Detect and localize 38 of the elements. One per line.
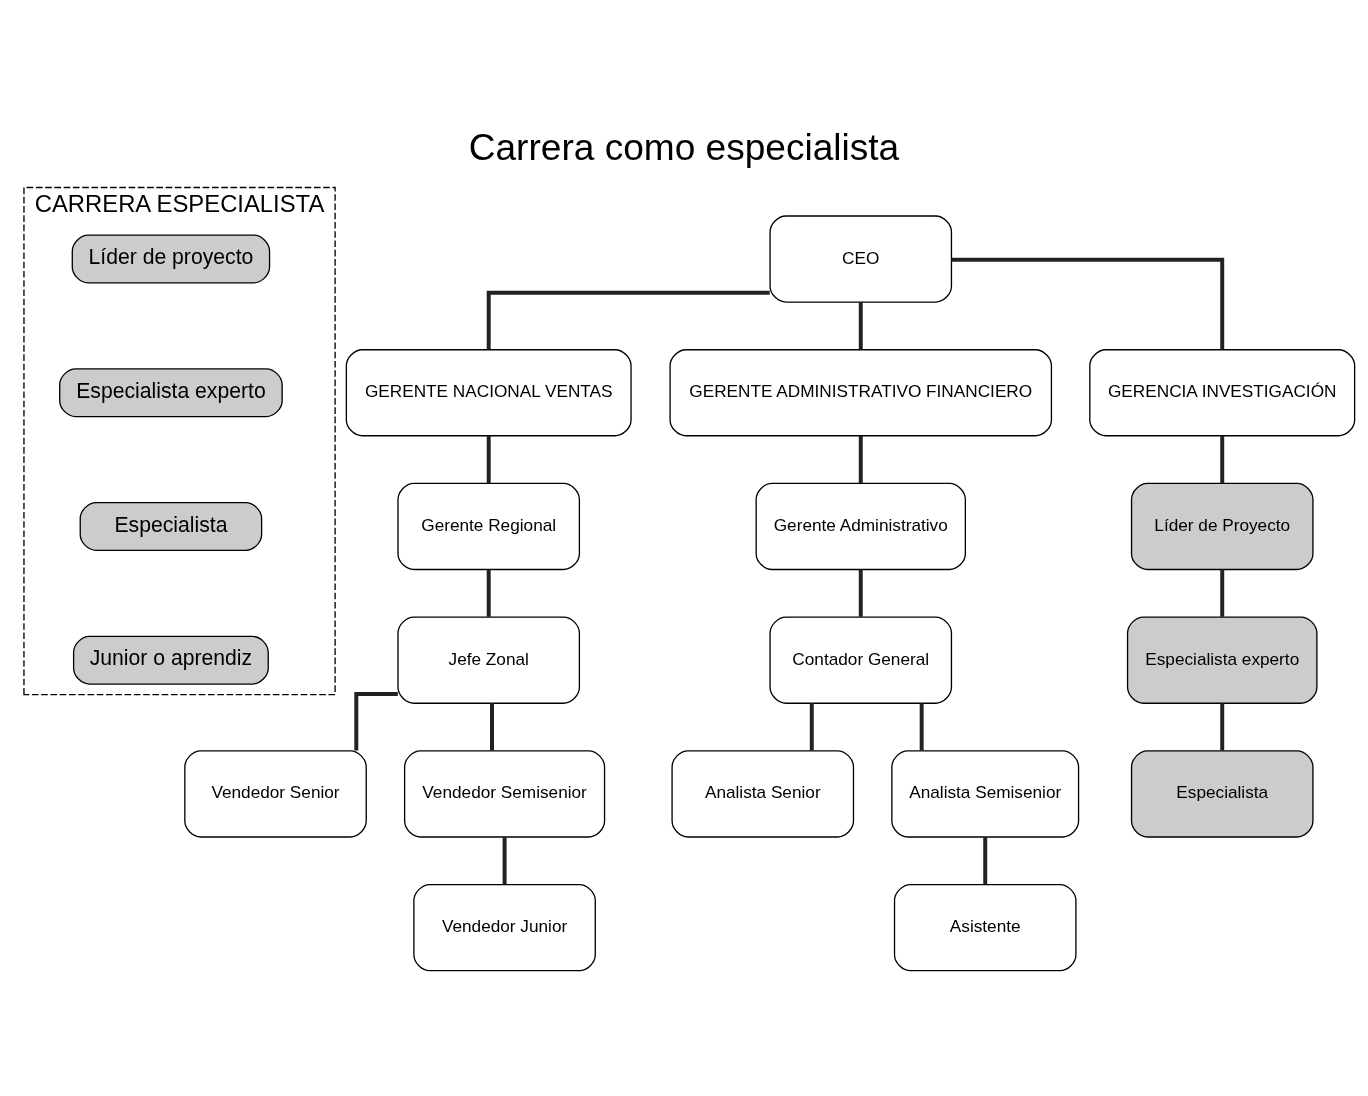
diagram-title: Carrera como especialista [468,126,900,169]
node-box: GERENTE ADMINISTRATIVO FINANCIERO [669,349,1053,437]
node-box: Especialista [79,502,263,551]
connector [502,837,507,885]
connector [809,703,814,751]
node-box: Contador General [769,616,953,704]
node-box: Especialista experto [1126,616,1318,704]
connector [951,257,1225,350]
connector [983,837,988,885]
connector [858,569,863,617]
node-box: Jefe Zonal [397,616,581,704]
node-box: CEO [769,215,953,303]
node-box: Analista Semisenior [891,750,1080,838]
node-box: Especialista [1130,750,1314,838]
node-box: Líder de Proyecto [1130,482,1314,571]
node-box: Vendedor Junior [413,884,596,972]
connector [1220,435,1225,484]
node-box: Vendedor Senior [184,750,367,838]
node-box: Especialista experto [59,368,283,418]
node-box: Junior o aprendiz [72,635,269,685]
node-box: GERENTE NACIONAL VENTAS [345,349,632,437]
connector [486,435,491,484]
node-box: GERENCIA INVESTIGACIÓN [1089,349,1356,437]
node-box: Gerente Administrativo [755,482,966,571]
connector [1220,569,1225,617]
node-box: Asistente [893,884,1077,972]
connector [486,290,770,350]
connector [858,302,863,350]
connector [858,435,863,484]
connector [354,692,398,751]
connector [919,703,924,751]
node-box: Vendedor Semisenior [403,750,606,838]
connector [486,569,491,617]
connector [1220,703,1225,751]
node-box: Analista Senior [671,750,855,838]
node-box: Gerente Regional [397,482,581,571]
node-box: Líder de proyecto [71,234,271,284]
connector [490,703,494,751]
